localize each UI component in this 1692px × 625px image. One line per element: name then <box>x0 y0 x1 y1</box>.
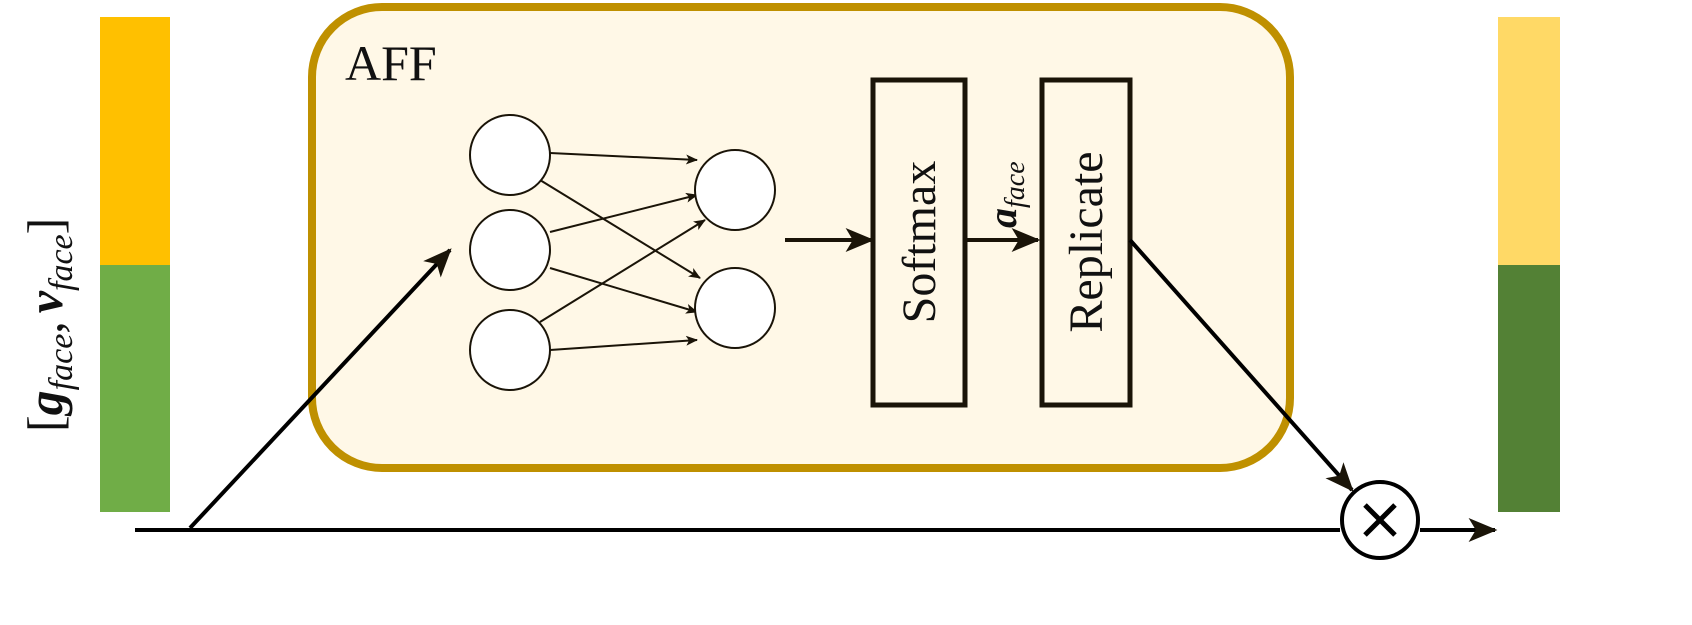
output-feature-top-segment <box>1498 17 1560 265</box>
input-branch-arrow <box>188 248 452 530</box>
replicate-to-multiply-arrow <box>1128 238 1354 492</box>
input-neuron <box>469 309 551 391</box>
softmax-box <box>870 77 968 408</box>
output-neuron <box>694 267 776 349</box>
comma: , <box>17 321 73 334</box>
nn-edge <box>539 219 706 323</box>
softmax-label: Softmax <box>893 161 946 324</box>
neural-network <box>469 114 776 391</box>
attention-weight-label: aface <box>980 161 1031 228</box>
bracket-open: [ <box>17 415 73 432</box>
g-symbol: g <box>17 390 73 416</box>
multiply-icon <box>1363 503 1397 537</box>
bracket-close: ] <box>17 218 73 235</box>
replicate-label: Replicate <box>1060 151 1113 332</box>
nn-edge <box>549 152 698 165</box>
nn-edge <box>549 192 698 233</box>
a-symbol: a <box>980 208 1025 228</box>
input-feature-v-segment <box>100 265 170 512</box>
a-subscript: face <box>1000 161 1031 208</box>
nn-edge <box>539 179 701 279</box>
aff-module-title: AFF <box>345 35 437 91</box>
input-neuron <box>469 114 551 196</box>
input-feature-label: [gface,vface] <box>17 218 80 432</box>
input-neuron <box>469 209 551 291</box>
output-neuron <box>694 149 776 231</box>
nn-edge <box>549 335 698 351</box>
v-subscript: face <box>43 234 80 291</box>
g-subscript: face <box>43 334 80 391</box>
nn-edge <box>549 267 698 314</box>
output-feature-bottom-segment <box>1498 265 1560 512</box>
input-feature-g-segment <box>100 17 170 265</box>
aff-module-box <box>308 3 1294 472</box>
replicate-box <box>1039 77 1133 408</box>
v-symbol: v <box>17 290 73 313</box>
